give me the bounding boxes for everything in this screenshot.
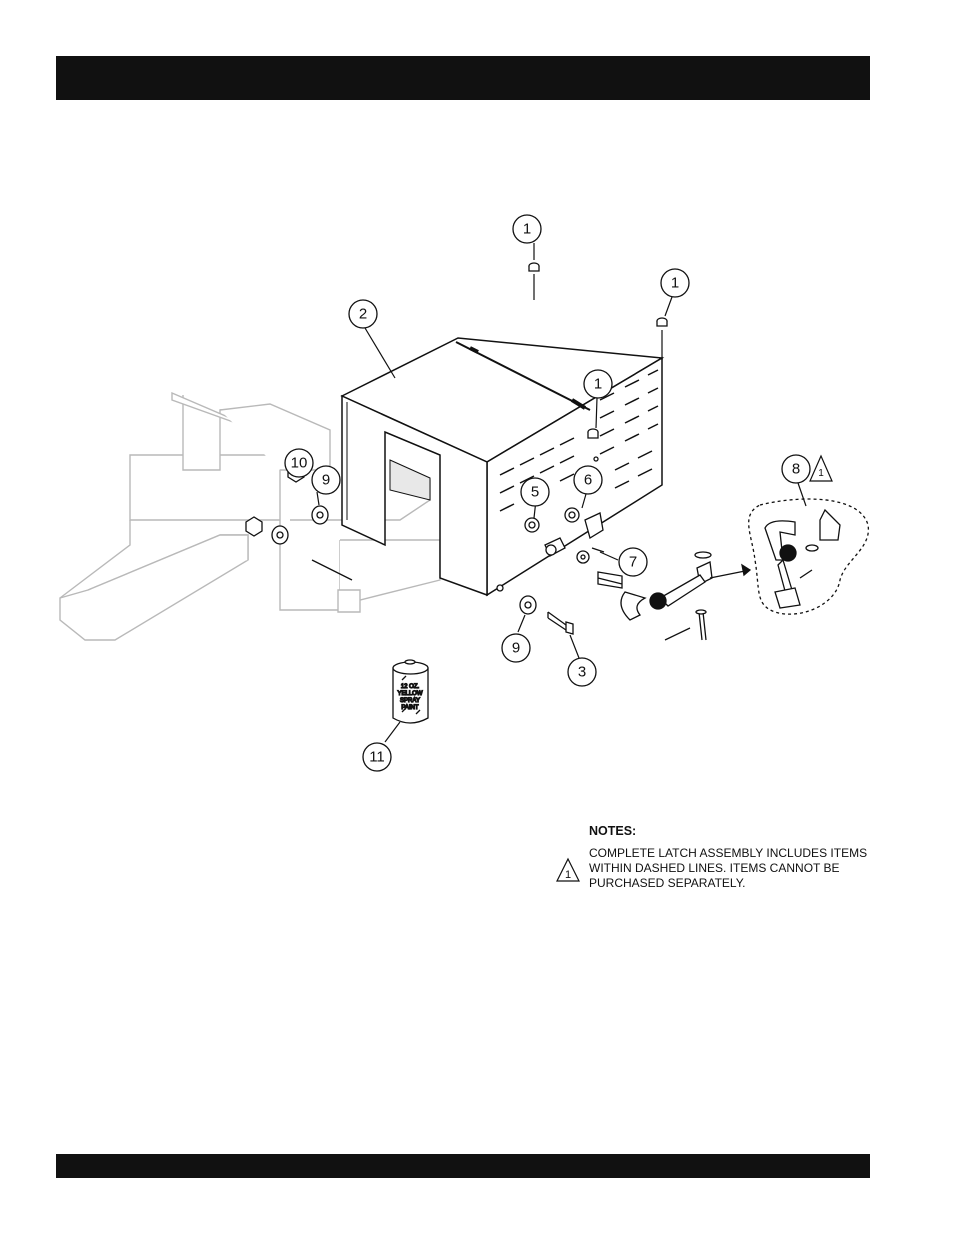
notes-heading: NOTES: [589, 824, 636, 838]
callout-9-bottom: 9 [502, 634, 530, 662]
latch-assembly-detail [749, 499, 869, 614]
callout-11: 11 [363, 743, 391, 771]
spray-can-line2: YELLOW [397, 691, 422, 697]
spray-can: 12 OZ. YELLOW SPRAY PAINT [393, 660, 428, 723]
svg-text:11: 11 [369, 749, 385, 766]
notes-text: COMPLETE LATCH ASSEMBLY INCLUDES ITEMS W… [589, 846, 874, 891]
callout-5: 5 [521, 478, 549, 506]
svg-text:2: 2 [359, 306, 367, 323]
svg-text:9: 9 [512, 640, 520, 657]
svg-text:1: 1 [523, 221, 531, 238]
note-warning-icon: 1 [555, 857, 581, 883]
spray-can-line4: PAINT [401, 705, 419, 711]
spray-can-line3: SPRAY [400, 698, 420, 704]
callout-2: 2 [349, 300, 377, 328]
svg-text:1: 1 [671, 275, 679, 292]
svg-text:1: 1 [565, 869, 571, 881]
callout-8: 8 [782, 455, 810, 483]
callout-8-warning-icon: 1 [810, 456, 832, 481]
svg-text:7: 7 [629, 554, 637, 571]
spray-can-line1: 12 OZ. [401, 684, 420, 690]
callout-1-top: 1 [513, 215, 541, 243]
footer-bar [56, 1154, 870, 1178]
svg-text:6: 6 [584, 472, 592, 489]
callout-10: 10 [285, 449, 313, 477]
callout-3: 3 [568, 658, 596, 686]
bolt-washer-lower [520, 596, 573, 634]
svg-text:1: 1 [594, 376, 602, 393]
svg-text:8: 8 [792, 461, 800, 478]
svg-text:3: 3 [578, 664, 586, 681]
svg-text:10: 10 [291, 455, 308, 472]
callout-1-mid: 1 [584, 370, 612, 398]
callout-6: 6 [574, 466, 602, 494]
svg-text:9: 9 [322, 472, 330, 489]
callout-7: 7 [619, 548, 647, 576]
svg-text:5: 5 [531, 484, 539, 501]
callout-1-right: 1 [661, 269, 689, 297]
svg-text:1: 1 [818, 468, 824, 479]
callout-9-left: 9 [312, 466, 340, 494]
